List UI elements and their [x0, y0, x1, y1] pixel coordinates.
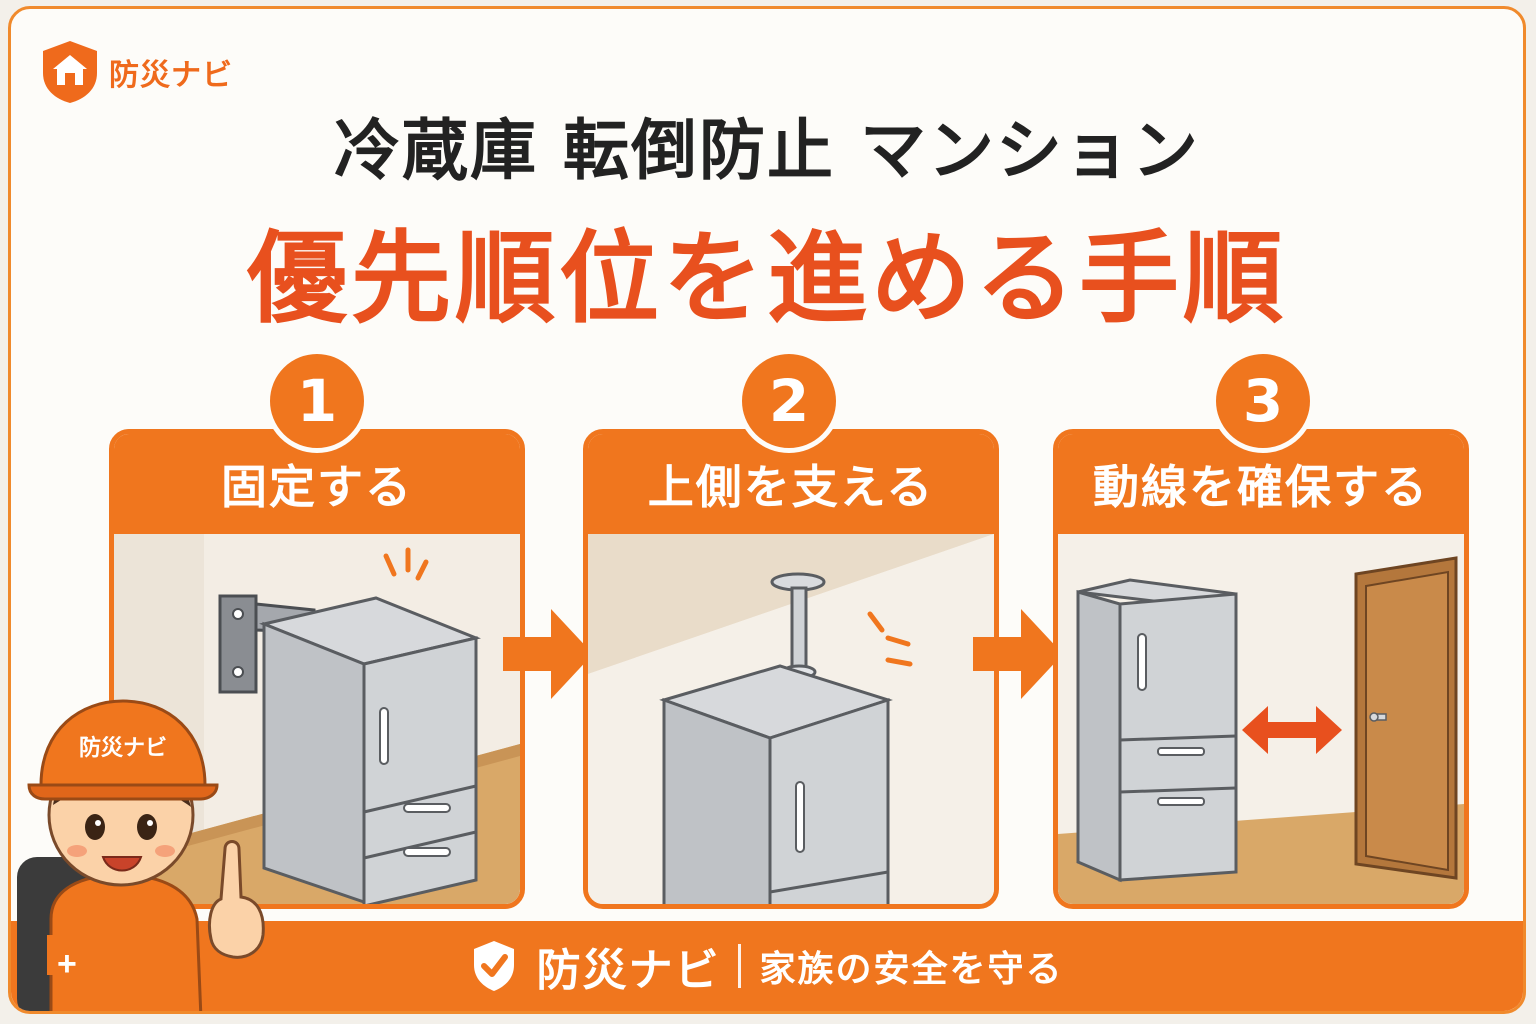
impact-lines-icon — [383, 547, 429, 581]
refrigerator-icon — [259, 596, 481, 904]
house-shield-icon — [43, 41, 97, 103]
double-arrow-icon — [1242, 706, 1342, 754]
mascot-character: + 防災ナビ — [11, 689, 271, 1011]
step-2-card: 上側を支える — [583, 429, 999, 909]
footer-divider — [738, 944, 742, 988]
pointing-hand-icon — [207, 840, 265, 959]
page-title: 冷蔵庫 転倒防止 マンション — [334, 112, 1200, 189]
step-2-number: 2 — [737, 349, 841, 453]
step-3-number: 3 — [1211, 349, 1315, 453]
infographic-frame: 防災ナビ 冷蔵庫 転倒防止 マンション 優先順位を進める手順 1 2 3 固定す… — [8, 6, 1526, 1014]
step-1-number: 1 — [265, 349, 369, 453]
step-3-card: 動線を確保する — [1053, 429, 1469, 909]
impact-lines-icon — [867, 611, 913, 667]
door-icon — [1354, 556, 1458, 880]
brand-logo: 防災ナビ — [39, 39, 233, 105]
step-2-illustration — [588, 534, 994, 904]
footer-brand: 防災ナビ — [536, 945, 721, 996]
arrow-right-icon — [973, 609, 1063, 699]
refrigerator-icon — [659, 664, 893, 904]
brand-name: 防災ナビ — [109, 58, 233, 93]
helmet-text: 防災ナビ — [79, 736, 167, 761]
page-subtitle: 優先順位を進める手順 — [247, 220, 1287, 337]
shield-check-icon — [474, 941, 515, 991]
step-3-illustration — [1058, 534, 1464, 904]
refrigerator-icon — [1076, 578, 1238, 883]
footer-slogan: 家族の安全を守る — [759, 949, 1064, 990]
svg-text:+: + — [57, 945, 77, 983]
arrow-right-icon — [503, 609, 593, 699]
helmet-icon: 防災ナビ — [27, 699, 219, 801]
